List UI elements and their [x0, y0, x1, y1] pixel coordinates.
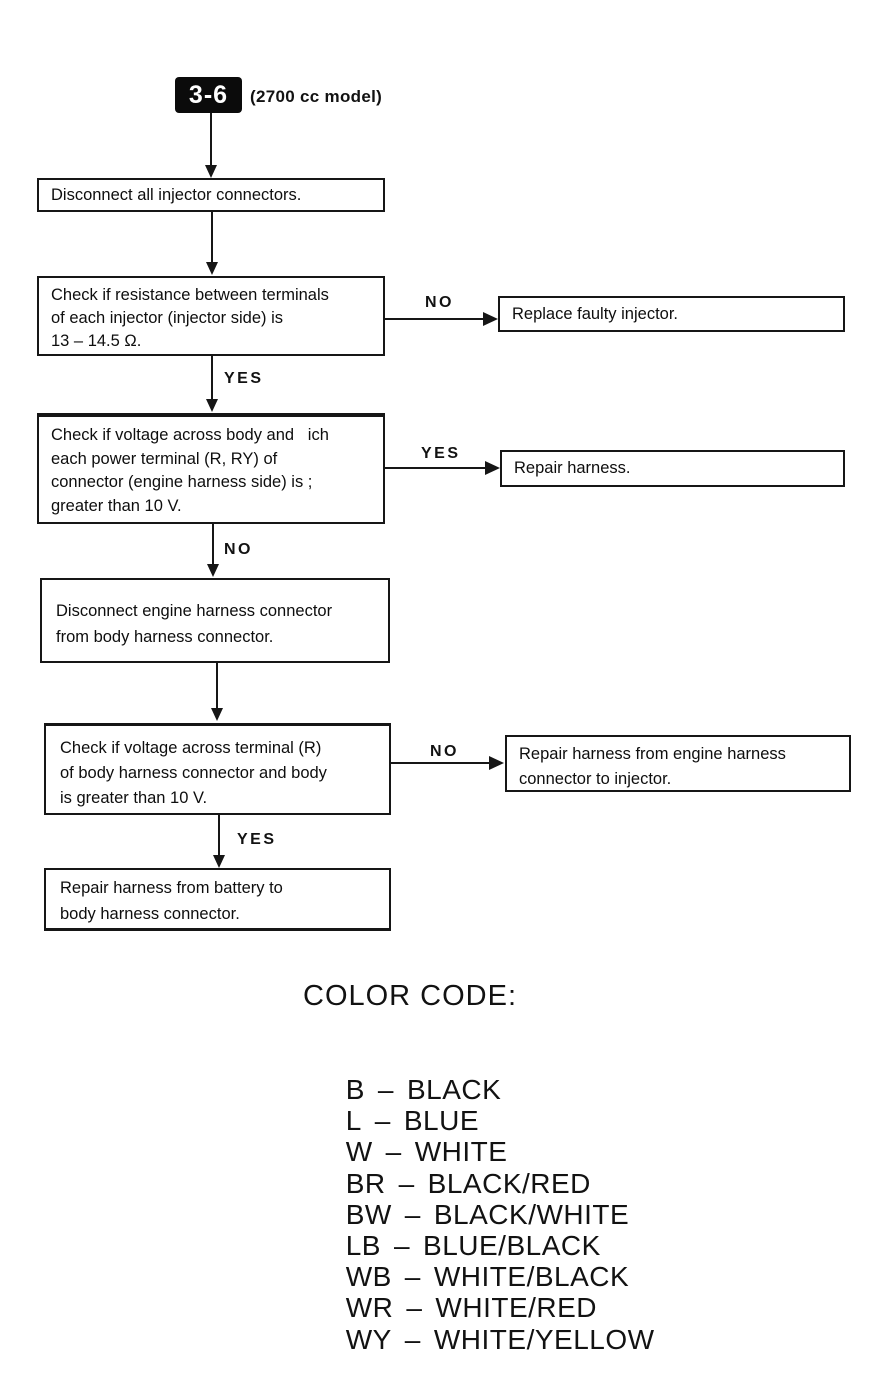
color-code-name: BLUE/BLACK [423, 1229, 601, 1261]
branch-label-no: NO [430, 743, 459, 760]
box-text-line: is greater than 10 V. [60, 789, 208, 807]
branch-label-no: NO [425, 294, 454, 311]
box-text-line: connector to injector. [519, 770, 672, 788]
flow-box-repair-engine-to-injector: Repair harness from engine harness conne… [505, 735, 851, 792]
color-code-name: BLUE [403, 1105, 479, 1137]
connector-line [385, 318, 485, 320]
model-label: (2700 cc model) [250, 87, 383, 106]
color-code-row: WR–WHITE/RED [296, 1260, 655, 1323]
color-code-list: B–BLACK L–BLUE W–WHITE BR–BLACK/RED BW–B… [296, 1042, 655, 1355]
color-code-name: BLACK/RED [427, 1167, 591, 1199]
color-code-dash: – [377, 1074, 394, 1105]
color-code-name: BLACK [406, 1074, 502, 1105]
flow-box-disconnect-engine-harness: Disconnect engine harness connector from… [40, 578, 390, 663]
connector-line [210, 113, 212, 166]
flow-box-replace-injector: Replace faulty injector. [498, 296, 845, 332]
arrow-right-icon [483, 312, 498, 326]
arrow-down-icon [206, 399, 218, 412]
color-code-abbr: BW [345, 1198, 392, 1230]
box-text-line: of body harness connector and body [60, 764, 327, 782]
color-code-name: BLACK/WHITE [433, 1198, 630, 1230]
box-text-line: Repair harness. [514, 459, 631, 477]
box-text-line: body harness connector. [60, 905, 240, 923]
color-code-abbr: L [345, 1105, 362, 1137]
box-text-line: greater than 10 V. [51, 496, 182, 515]
branch-label-yes: YES [237, 831, 277, 848]
flow-box-check-resistance: Check if resistance between terminals of… [37, 276, 385, 356]
color-code-abbr: WB [345, 1261, 392, 1293]
color-code-name: WHITE/RED [435, 1292, 598, 1324]
color-code-row: WY–WHITE/YELLOW [296, 1292, 655, 1355]
box-text-line: Check if voltage across terminal (R) [60, 739, 322, 757]
connector-line [212, 524, 214, 565]
box-text-line: Disconnect all injector connectors. [51, 185, 302, 204]
color-code-abbr: WY [345, 1323, 392, 1355]
color-code-abbr: W [345, 1136, 373, 1168]
color-code-row: BW–BLACK/WHITE [296, 1167, 655, 1230]
branch-label-no: NO [224, 541, 253, 558]
color-code-dash: – [374, 1105, 391, 1137]
section-tag-label: 3-6 [188, 80, 229, 109]
arrow-down-icon [206, 262, 218, 275]
box-text-line: of each injector (injector side) is [51, 309, 284, 327]
arrow-right-icon [485, 461, 500, 475]
box-text-line: Check if resistance between terminals [51, 286, 329, 304]
branch-label-yes: YES [224, 370, 264, 387]
arrow-down-icon [213, 855, 225, 868]
color-code-dash: – [393, 1229, 411, 1261]
box-text-line: Repair harness from engine harness [519, 745, 786, 763]
arrow-down-icon [207, 564, 219, 577]
flow-box-repair-harness: Repair harness. [500, 450, 845, 487]
color-code-row: LB–BLUE/BLACK [296, 1198, 655, 1261]
color-code-title: COLOR CODE: [303, 980, 518, 1012]
connector-line [385, 467, 487, 469]
color-code-row: W–WHITE [296, 1104, 655, 1167]
box-text-line: from body harness connector. [56, 628, 274, 646]
color-code-dash: – [404, 1198, 421, 1230]
color-code-abbr: WR [345, 1292, 394, 1324]
color-code-dash: – [398, 1167, 415, 1199]
connector-line [391, 762, 491, 764]
box-text-line: Repair harness from battery to [60, 879, 283, 897]
box-text-line: 13 – 14.5 Ω. [51, 332, 142, 350]
color-code-name: WHITE/YELLOW [433, 1323, 655, 1355]
color-code-abbr: LB [345, 1229, 381, 1261]
color-code-dash: – [385, 1136, 402, 1168]
flow-box-check-voltage-engine: Check if voltage across body and ich eac… [37, 413, 385, 524]
color-code-row: WB–WHITE/BLACK [296, 1229, 655, 1292]
connector-line [211, 212, 213, 263]
box-text-line: Disconnect engine harness connector [56, 602, 333, 620]
color-code-dash: – [406, 1292, 423, 1324]
arrow-down-icon [205, 165, 217, 178]
color-code-abbr: BR [345, 1167, 386, 1199]
flow-box-check-voltage-body: Check if voltage across terminal (R) of … [44, 723, 391, 815]
connector-line [218, 815, 220, 856]
color-code-name: WHITE/BLACK [433, 1261, 630, 1293]
color-code-row: B–BLACK [296, 1042, 655, 1105]
box-text-line: connector (engine harness side) is ; [51, 473, 313, 491]
color-code-dash: – [404, 1323, 421, 1355]
color-code-row: BR–BLACK/RED [296, 1136, 655, 1199]
flow-box-repair-battery-to-body: Repair harness from battery to body harn… [44, 868, 391, 931]
color-code-name: WHITE [414, 1136, 508, 1168]
box-text-line: Replace faulty injector. [512, 304, 679, 323]
box-text-line: each power terminal (R, RY) of [51, 449, 278, 468]
connector-line [216, 663, 218, 709]
box-text-line: Check if voltage across body and ich [51, 426, 329, 444]
section-tag: 3-6 [175, 77, 242, 113]
branch-label-yes: YES [421, 445, 461, 462]
color-code-row: L–BLUE [296, 1073, 655, 1136]
color-code-dash: – [404, 1261, 421, 1293]
flow-box-disconnect-injectors: Disconnect all injector connectors. [37, 178, 385, 212]
color-code-abbr: B [345, 1074, 365, 1105]
arrow-down-icon [211, 708, 223, 721]
connector-line [211, 356, 213, 400]
arrow-right-icon [489, 756, 504, 770]
